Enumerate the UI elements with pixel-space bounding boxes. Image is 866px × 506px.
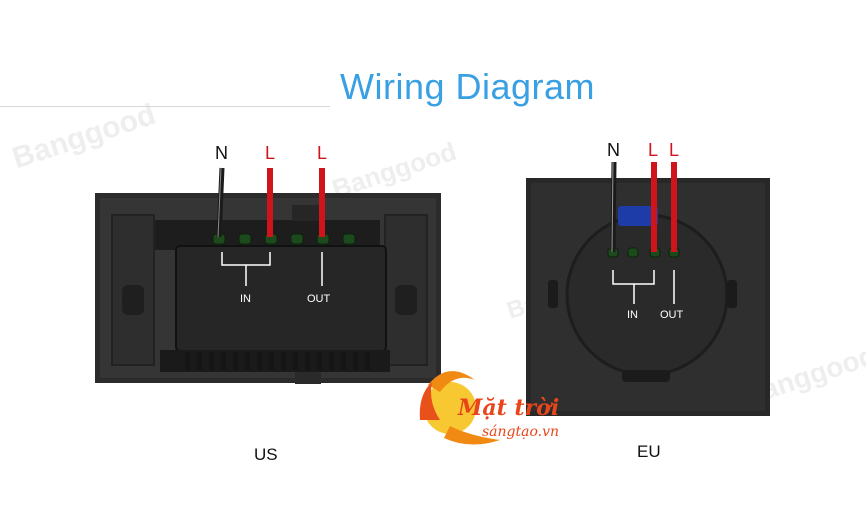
us-neutral-wire bbox=[216, 167, 225, 238]
us-module bbox=[175, 245, 387, 352]
eu-live-label-out: L bbox=[669, 140, 680, 160]
eu-out-label: OUT bbox=[660, 309, 684, 321]
logo-text-sub: sángtạo.vn bbox=[482, 424, 560, 440]
us-neutral-label: N bbox=[215, 143, 228, 163]
us-in-label: IN bbox=[240, 293, 251, 305]
eu-module bbox=[565, 213, 729, 377]
sun-logo-icon bbox=[419, 371, 500, 445]
title-divider bbox=[0, 106, 330, 107]
eu-live-label-in: L bbox=[648, 140, 659, 160]
us-switch bbox=[95, 167, 441, 384]
eu-neutral-wire bbox=[610, 161, 617, 253]
us-region-label: US bbox=[254, 445, 278, 464]
us-out-label: OUT bbox=[307, 293, 331, 305]
eu-region-label: EU bbox=[637, 442, 661, 461]
eu-in-bracket bbox=[612, 270, 655, 304]
eu-switch bbox=[526, 161, 770, 416]
us-live-label-in: L bbox=[265, 143, 276, 163]
eu-in-label: IN bbox=[627, 309, 638, 321]
us-fins bbox=[160, 350, 390, 372]
us-in-bracket bbox=[221, 252, 271, 286]
eu-neutral-label: N bbox=[607, 140, 620, 160]
us-live-label-out: L bbox=[317, 143, 328, 163]
logo-text-main: Mặt trời bbox=[458, 395, 560, 421]
diagram-title: Wiring Diagram bbox=[340, 66, 596, 107]
